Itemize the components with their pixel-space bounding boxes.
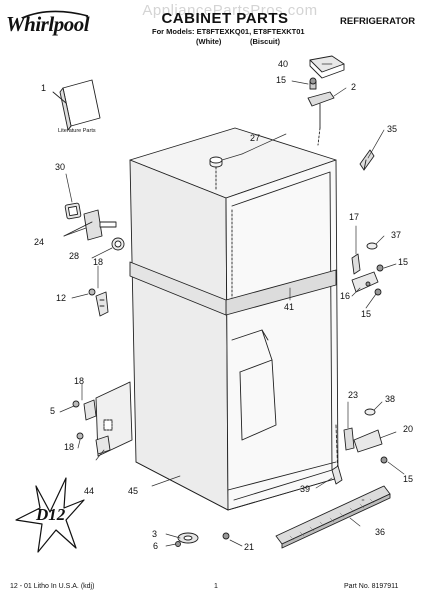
callout-30: 30 [55,162,66,172]
callout-6: 6 [153,541,159,551]
variant-biscuit: (Biscuit) [250,37,280,46]
callout-36: 36 [375,527,386,537]
callout-24: 24 [34,237,45,247]
brand-swoosh-icon [21,10,89,19]
top-hinge-assembly [307,55,345,146]
callout-15-top: 15 [276,75,287,85]
watermark-text: AppliancePartsPros.com [142,2,318,19]
callout-21: 21 [244,542,255,552]
models-line: For Models: ET8FTEXKQ01, ET8FTEXKT01 [152,27,305,36]
variant-white: (White) [196,37,222,46]
callout-15-lower: 15 [403,474,414,484]
callout-12: 12 [56,293,67,303]
callout-40: 40 [278,59,289,69]
callout-39: 39 [300,484,311,494]
callout-18-middle: 18 [74,376,85,386]
literature-booklet-icon [52,79,101,131]
callout-37: 37 [391,230,402,240]
grille-clip-part [331,465,343,485]
cabinet-body [129,127,339,511]
d12-badge-label: D12 [36,505,66,524]
callout-23: 23 [348,390,359,400]
callout-44: 44 [84,486,95,496]
footer-part-number: Part No. 8197911 [344,583,399,590]
callout-45: 45 [128,486,139,496]
leveling-leg-parts [175,532,230,547]
callout-2: 2 [351,82,357,92]
lower-right-hinge-parts [343,408,388,464]
callout-35: 35 [387,124,398,134]
center-hinge-right-parts [351,242,384,296]
callout-16: 16 [340,291,351,301]
footer-page-number: 1 [214,583,218,590]
callout-18-upper: 18 [93,257,104,267]
callout-leader-lines [59,63,405,547]
callout-1: 1 [41,83,47,93]
top-plug-part [209,156,223,191]
callout-41: 41 [284,302,295,312]
center-hinge-left-parts [88,288,109,317]
models-prefix: For Models: [152,27,195,36]
models-list: ET8FTEXKQ01, ET8FTEXKT01 [196,27,305,36]
page-title: CABINET PARTS [161,10,289,27]
callout-17: 17 [349,212,360,222]
left-hinge-parts [63,202,125,251]
callout-15-right: 15 [398,257,409,267]
callout-18-lower: 18 [64,442,75,452]
callout-38: 38 [385,394,396,404]
callout-20: 20 [403,424,414,434]
callout-15-mid: 15 [361,309,372,319]
document-type: REFRIGERATOR [340,16,416,27]
d12-badge-icon [15,477,85,553]
footer-print-info: 12 - 01 Litho In U.S.A. (kdj) [10,583,95,590]
toe-grille-part [275,485,391,549]
callout-28: 28 [69,251,80,261]
lower-left-bracket-parts [72,381,133,457]
brand-logo: Whirlpool [6,12,90,36]
booklet-caption: Literature Parts [58,128,96,134]
callout-3: 3 [152,529,158,539]
callout-5: 5 [50,406,56,416]
callout-27: 27 [250,133,261,143]
hinge-pin-cover-part [359,149,375,171]
